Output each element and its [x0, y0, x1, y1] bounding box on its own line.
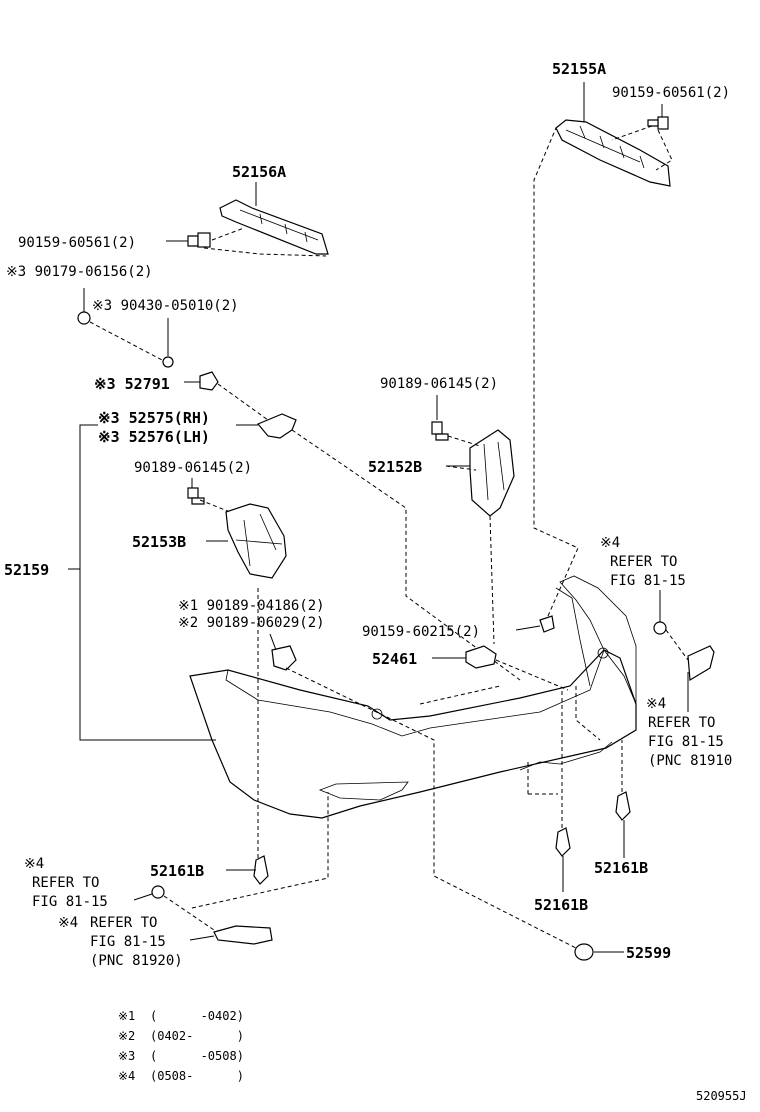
label-90189-06145-left: 90189-06145(2) [134, 460, 252, 476]
clip-90179-06156 [77, 288, 91, 325]
label-52152b: 52152B [368, 458, 422, 476]
ref-left-a-line1: REFER TO [32, 875, 99, 891]
label-90430-05010: ※3 90430-05010(2) [92, 298, 239, 314]
label-52161b-left: 52161B [150, 862, 204, 880]
clip-left-refer [151, 885, 165, 899]
ref-left-b-line3: (PNC 81920) [90, 953, 183, 969]
label-52599: 52599 [626, 944, 671, 962]
label-52156a: 52156A [232, 163, 286, 181]
label-52155a: 52155A [552, 60, 606, 78]
ref-left-b-line2: FIG 81-15 [90, 934, 166, 950]
label-52576: ※3 52576(LH) [98, 428, 210, 446]
clip-52161b-left [226, 855, 269, 885]
ref-left-a-mark: ※4 [24, 856, 44, 872]
ref-right-top-line1: REFER TO [610, 554, 677, 570]
bracket-52575-52576 [257, 413, 297, 439]
legend-mark-3: ※3 [118, 1049, 135, 1063]
ref-right-mid-mark: ※4 [646, 696, 666, 712]
legend-range-1: ( -0402) [150, 1009, 244, 1023]
bolt-90159-60215 [515, 615, 555, 633]
clip-right-refer [653, 621, 667, 635]
bracket-52153b [225, 503, 287, 579]
clip-52161b-right [615, 791, 631, 858]
label-90189-06145-right: 90189-06145(2) [380, 376, 498, 392]
legend-mark-4: ※4 [118, 1069, 135, 1083]
label-90189-04186: ※1 90189-04186(2) [178, 598, 325, 614]
label-90159-60561-right: 90159-60561(2) [612, 85, 730, 101]
reflector-left [213, 925, 273, 945]
legend: ※1 ( -0402) ※2 (0402- ) ※3 ( -0508) ※4 (… [118, 1009, 244, 1083]
cap-52599 [574, 943, 624, 961]
pad-52461 [432, 645, 497, 669]
retainer-52155a [555, 119, 671, 187]
legend-range-4: (0508- ) [150, 1069, 244, 1083]
legend-mark-1: ※1 [118, 1009, 135, 1023]
legend-range-3: ( -0508) [150, 1049, 244, 1063]
reflector-right [687, 645, 715, 682]
figure-id: 520955J [696, 1089, 747, 1103]
plug-52791 [184, 371, 219, 391]
ref-right-mid-line1: REFER TO [648, 715, 715, 731]
label-90159-60561-left: 90159-60561(2) [18, 235, 136, 251]
bolt-90159-60561-left [187, 232, 211, 248]
label-90159-60215: 90159-60215(2) [362, 624, 480, 640]
label-52153b: 52153B [132, 533, 186, 551]
ref-left-a-line2: FIG 81-15 [32, 894, 108, 910]
bolt-90189-06145-left [187, 487, 205, 505]
ref-right-mid-line3: (PNC 81910 [648, 753, 732, 769]
label-52159: 52159 [4, 561, 49, 579]
label-52575: ※3 52575(RH) [98, 409, 210, 427]
bracket-52152b [469, 429, 515, 517]
ref-left-b-line1: REFER TO [90, 915, 157, 931]
clip-52161b-center [555, 827, 571, 892]
retainer-52156a [219, 199, 329, 255]
label-90179-06156: ※3 90179-06156(2) [6, 264, 153, 280]
label-52161b-right: 52161B [594, 859, 648, 877]
ref-right-mid-line2: FIG 81-15 [648, 734, 724, 750]
legend-range-2: (0402- ) [150, 1029, 244, 1043]
label-52161b-center: 52161B [534, 896, 588, 914]
label-52461: 52461 [372, 650, 417, 668]
clip-90189-04186 [271, 645, 297, 671]
ref-left-b-mark: ※4 [58, 915, 78, 931]
ref-right-top-line2: FIG 81-15 [610, 573, 686, 589]
gasket-90430-05010 [162, 356, 174, 368]
ref-right-top-mark: ※4 [600, 535, 620, 551]
legend-mark-2: ※2 [118, 1029, 135, 1043]
group-bracket-52159 [68, 424, 216, 741]
label-90189-06029: ※2 90189-06029(2) [178, 615, 325, 631]
bolt-90189-06145-right [431, 421, 449, 441]
bolt-90159-60561-right [647, 116, 669, 130]
label-52791: ※3 52791 [94, 375, 170, 393]
bumper-cover-52159 [189, 575, 637, 819]
